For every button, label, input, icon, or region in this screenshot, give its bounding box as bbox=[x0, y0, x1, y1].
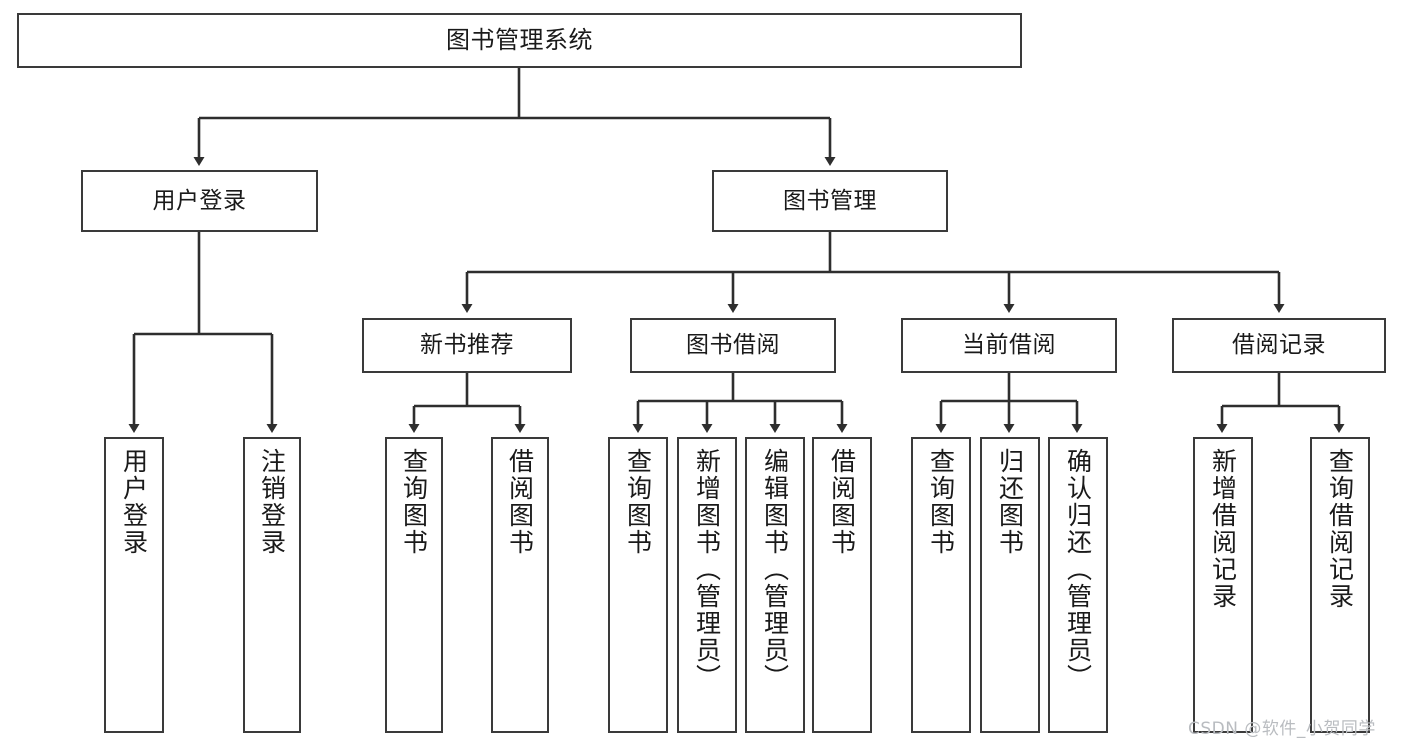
leaf-user-login[interactable]: 用户登录 bbox=[104, 437, 164, 733]
node-label: 图书借阅 bbox=[686, 332, 780, 359]
node-borrow-record[interactable]: 借阅记录 bbox=[1172, 318, 1386, 373]
node-root-book-management-system[interactable]: 图书管理系统 bbox=[17, 13, 1022, 68]
node-label: 确认归还（管理员） bbox=[1063, 448, 1093, 691]
node-label: 新增图书（管理员） bbox=[692, 448, 722, 691]
node-label: 图书管理 bbox=[783, 187, 877, 214]
leaf-borrow-book-new-recommend[interactable]: 借阅图书 bbox=[491, 437, 549, 733]
leaf-add-book-admin[interactable]: 新增图书（管理员） bbox=[677, 437, 737, 733]
leaf-query-book-new-recommend[interactable]: 查询图书 bbox=[385, 437, 443, 733]
node-label: 借阅记录 bbox=[1232, 332, 1326, 359]
csdn-watermark: CSDN @软件_小贺同学 bbox=[1188, 719, 1376, 739]
leaf-query-book-borrow[interactable]: 查询图书 bbox=[608, 437, 668, 733]
node-label: 归还图书 bbox=[995, 448, 1025, 556]
leaf-logout-login[interactable]: 注销登录 bbox=[243, 437, 301, 733]
node-label: 查询图书 bbox=[399, 448, 429, 556]
node-current-borrow[interactable]: 当前借阅 bbox=[901, 318, 1117, 373]
leaf-borrow-book-borrow[interactable]: 借阅图书 bbox=[812, 437, 872, 733]
node-label: 查询图书 bbox=[623, 448, 653, 556]
node-label: 新增借阅记录 bbox=[1208, 448, 1238, 610]
node-label: 编辑图书（管理员） bbox=[760, 448, 790, 691]
node-label: 注销登录 bbox=[257, 448, 287, 556]
node-label: 查询借阅记录 bbox=[1325, 448, 1355, 610]
node-label: 当前借阅 bbox=[962, 332, 1056, 359]
leaf-add-borrow-record[interactable]: 新增借阅记录 bbox=[1193, 437, 1253, 733]
node-new-book-recommend[interactable]: 新书推荐 bbox=[362, 318, 572, 373]
leaf-confirm-return-admin[interactable]: 确认归还（管理员） bbox=[1048, 437, 1108, 733]
node-label: 查询图书 bbox=[926, 448, 956, 556]
node-label: 用户登录 bbox=[119, 448, 149, 556]
leaf-query-borrow-record[interactable]: 查询借阅记录 bbox=[1310, 437, 1370, 733]
node-label: 新书推荐 bbox=[420, 332, 514, 359]
leaf-return-book[interactable]: 归还图书 bbox=[980, 437, 1040, 733]
node-label: 用户登录 bbox=[152, 187, 247, 214]
node-user-login[interactable]: 用户登录 bbox=[81, 170, 318, 232]
node-label: 图书管理系统 bbox=[446, 25, 593, 54]
node-label: 借阅图书 bbox=[827, 448, 857, 556]
leaf-query-book-current[interactable]: 查询图书 bbox=[911, 437, 971, 733]
leaf-edit-book-admin[interactable]: 编辑图书（管理员） bbox=[745, 437, 805, 733]
node-book-management[interactable]: 图书管理 bbox=[712, 170, 948, 232]
node-label: 借阅图书 bbox=[505, 448, 535, 556]
node-book-borrow[interactable]: 图书借阅 bbox=[630, 318, 836, 373]
